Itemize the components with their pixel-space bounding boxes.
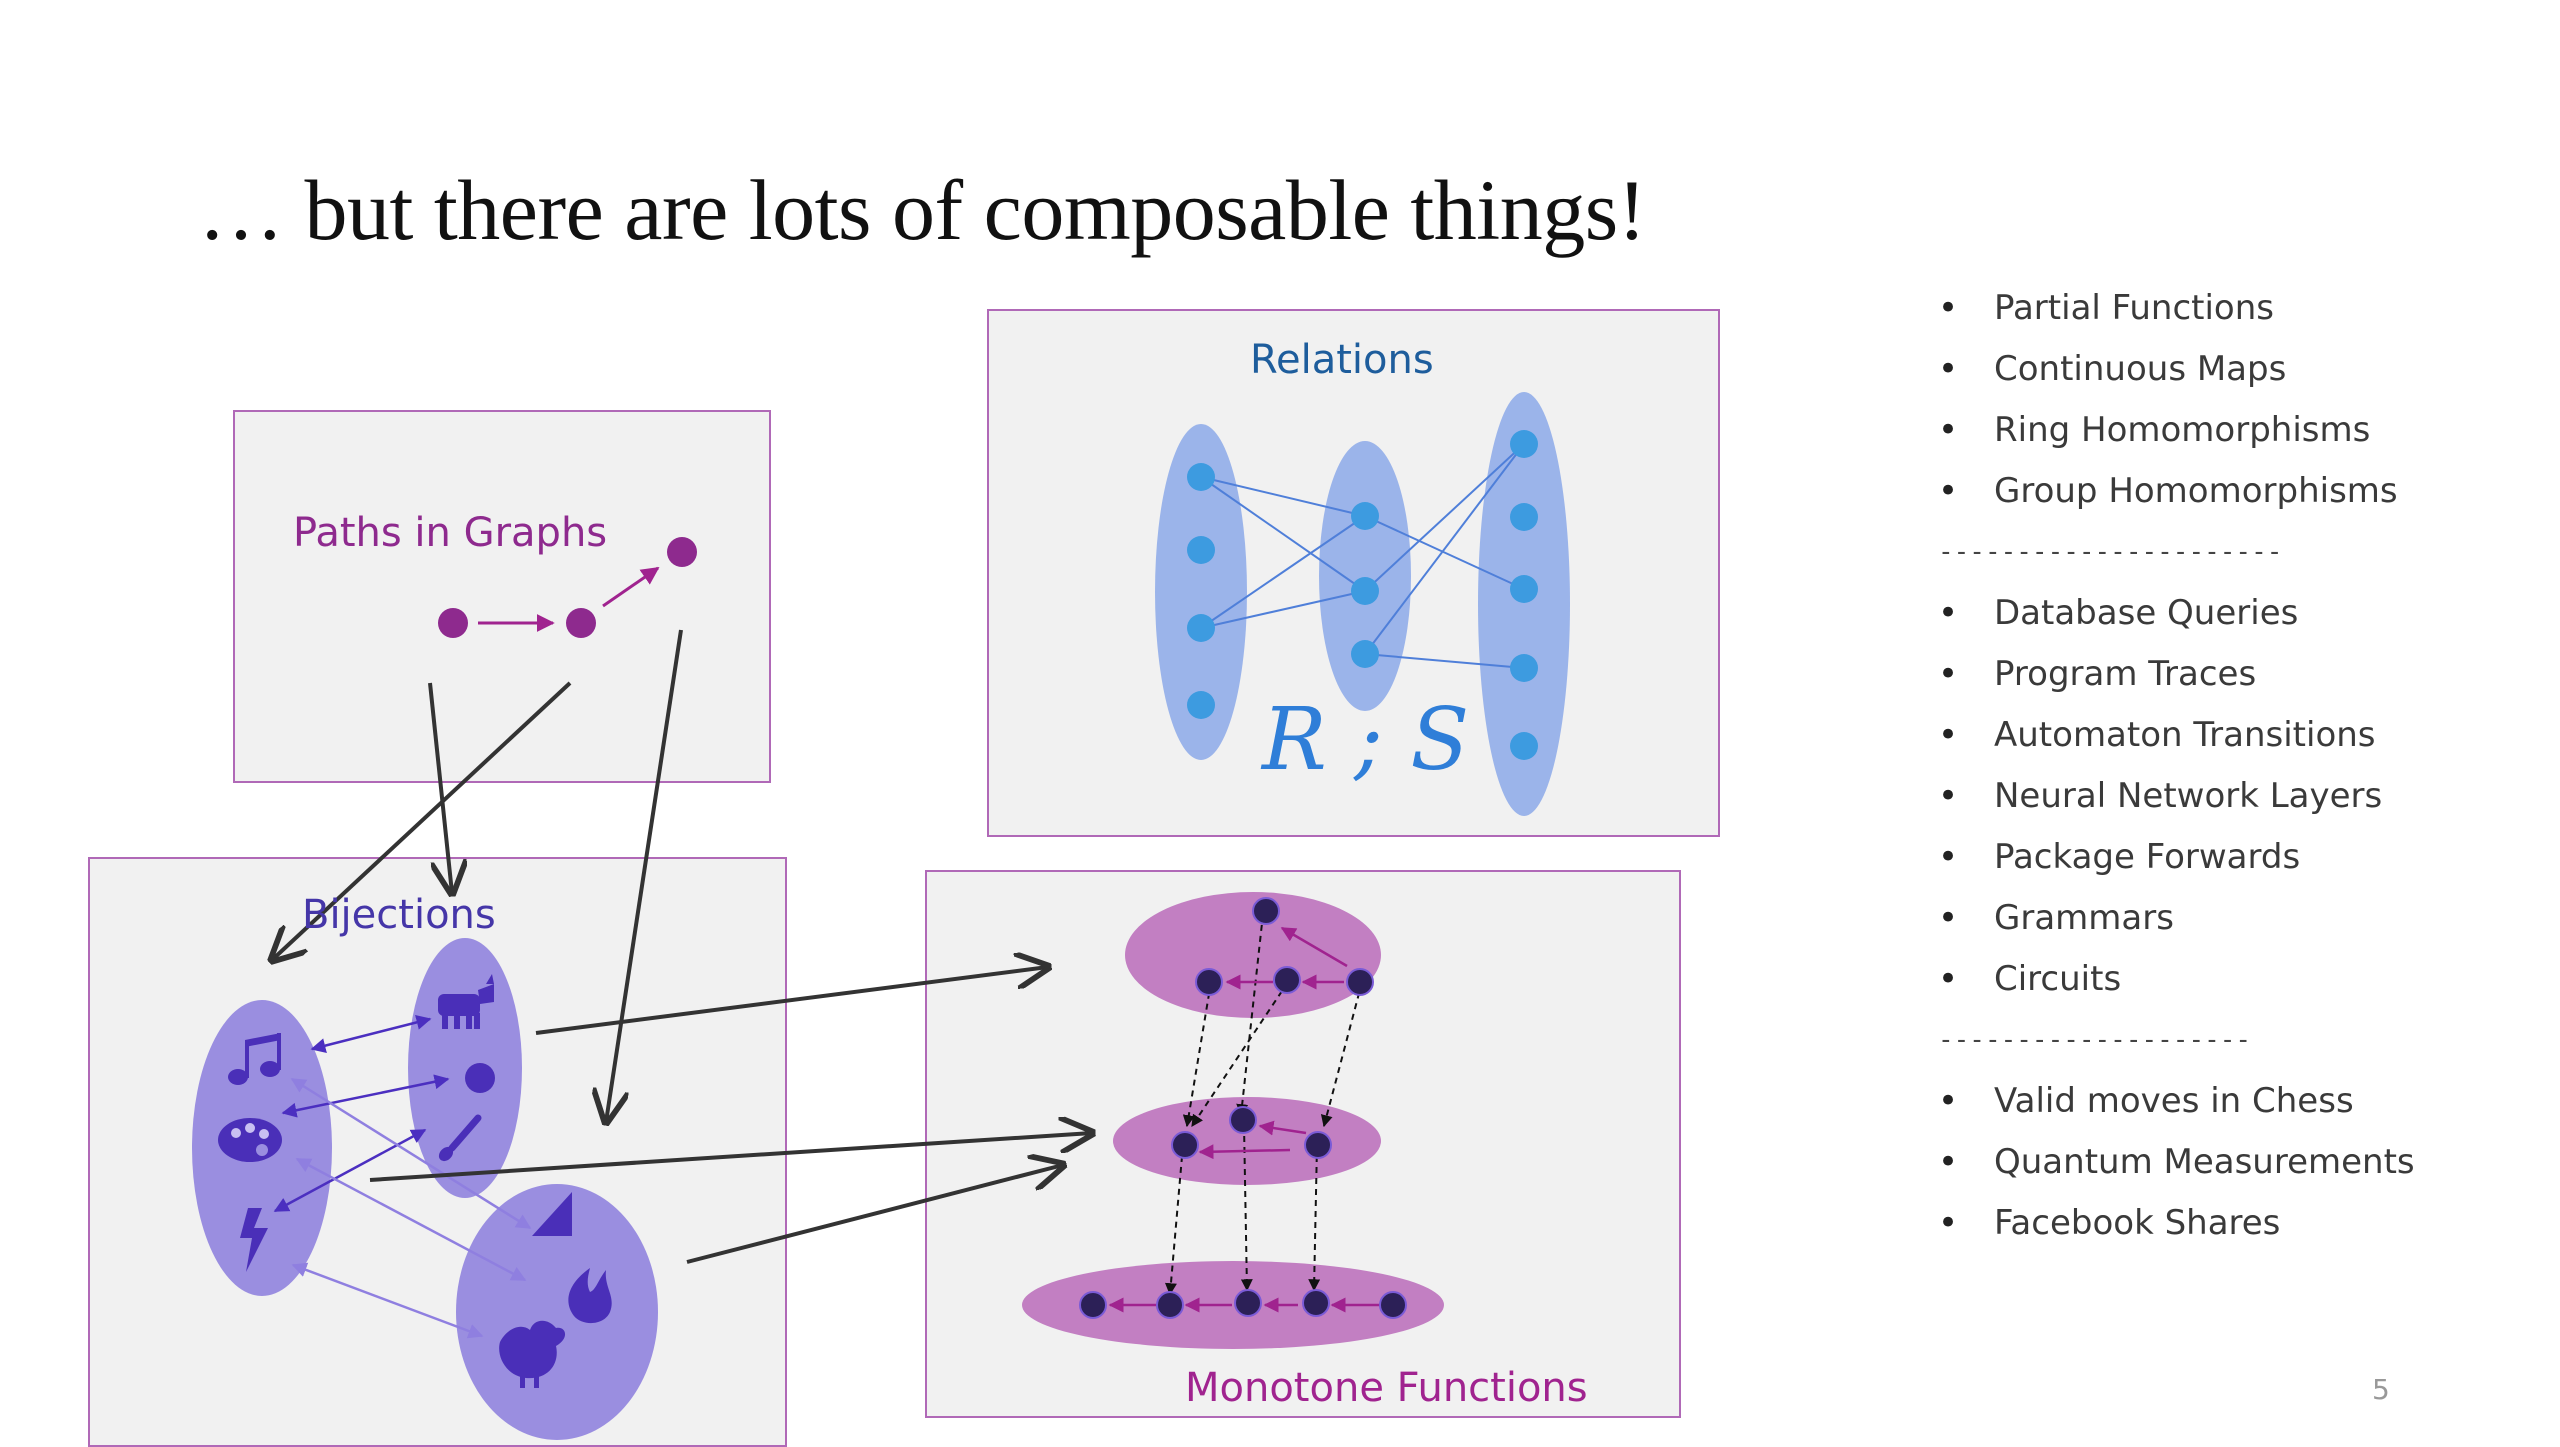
list-item: Circuits xyxy=(1938,949,2415,1010)
list-item: Automaton Transitions xyxy=(1938,705,2415,766)
list-item: Group Homomorphisms xyxy=(1938,461,2415,522)
page-number: 5 xyxy=(2372,1373,2390,1406)
list-item: Package Forwards xyxy=(1938,827,2415,888)
list-item: Partial Functions xyxy=(1938,278,2415,339)
list-item: Neural Network Layers xyxy=(1938,766,2415,827)
list-item: Ring Homomorphisms xyxy=(1938,400,2415,461)
list-item: Grammars xyxy=(1938,888,2415,949)
list-item: Program Traces xyxy=(1938,644,2415,705)
list-item: Database Queries xyxy=(1938,583,2415,644)
monotone-panel-label: Monotone Functions xyxy=(1185,1365,1588,1411)
list-separator: ---------------------- xyxy=(1938,537,2283,567)
bijections-panel xyxy=(88,857,787,1447)
relations-formula: R ; S xyxy=(1262,690,1470,790)
relations-panel-label: Relations xyxy=(1250,337,1434,383)
list-separator: -------------------- xyxy=(1938,1025,2252,1055)
list-item: Valid moves in Chess xyxy=(1938,1071,2415,1132)
paths-panel-label: Paths in Graphs xyxy=(293,510,608,556)
bijections-panel-label: Bijections xyxy=(302,892,496,938)
list-item: Quantum Measurements xyxy=(1938,1132,2415,1193)
composable-things-list: Partial Functions Continuous Maps Ring H… xyxy=(1938,278,2415,1254)
paths-panel xyxy=(233,410,771,783)
slide-title: … but there are lots of composable thing… xyxy=(198,162,1646,258)
list-item: Facebook Shares xyxy=(1938,1193,2415,1254)
list-item: Continuous Maps xyxy=(1938,339,2415,400)
monotone-panel xyxy=(925,870,1681,1418)
